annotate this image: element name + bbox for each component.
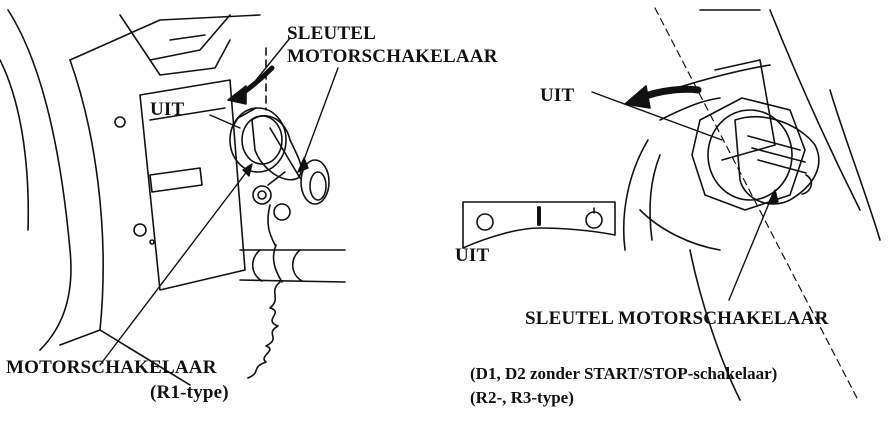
left-off-label: UIT [150, 99, 185, 120]
switch-plate-drawing [462, 201, 616, 249]
right-off-label: UIT [540, 85, 575, 106]
left-leader-lines [99, 37, 339, 366]
right-key-label: SLEUTEL MOTORSCHAKELAAR [525, 308, 829, 329]
right-caption-line1: (D1, D2 zonder START/STOP-schakelaar) [470, 364, 778, 383]
left-key-label-line2: MOTORSCHAKELAAR [287, 46, 498, 67]
plate-off-label: UIT [455, 245, 490, 266]
right-leader-lines [591, 91, 779, 301]
left-rotation-arrow [227, 65, 275, 105]
left-switch-label: MOTORSCHAKELAAR [6, 357, 217, 378]
right-caption-line2: (R2-, R3-type) [470, 388, 574, 407]
left-key-label-line1: SLEUTEL [287, 23, 377, 44]
right-rotation-arrow [624, 85, 702, 109]
engine-housing-drawing [0, 9, 346, 386]
right-switch-drawing [622, 7, 881, 401]
left-type-label: (R1-type) [150, 382, 229, 403]
